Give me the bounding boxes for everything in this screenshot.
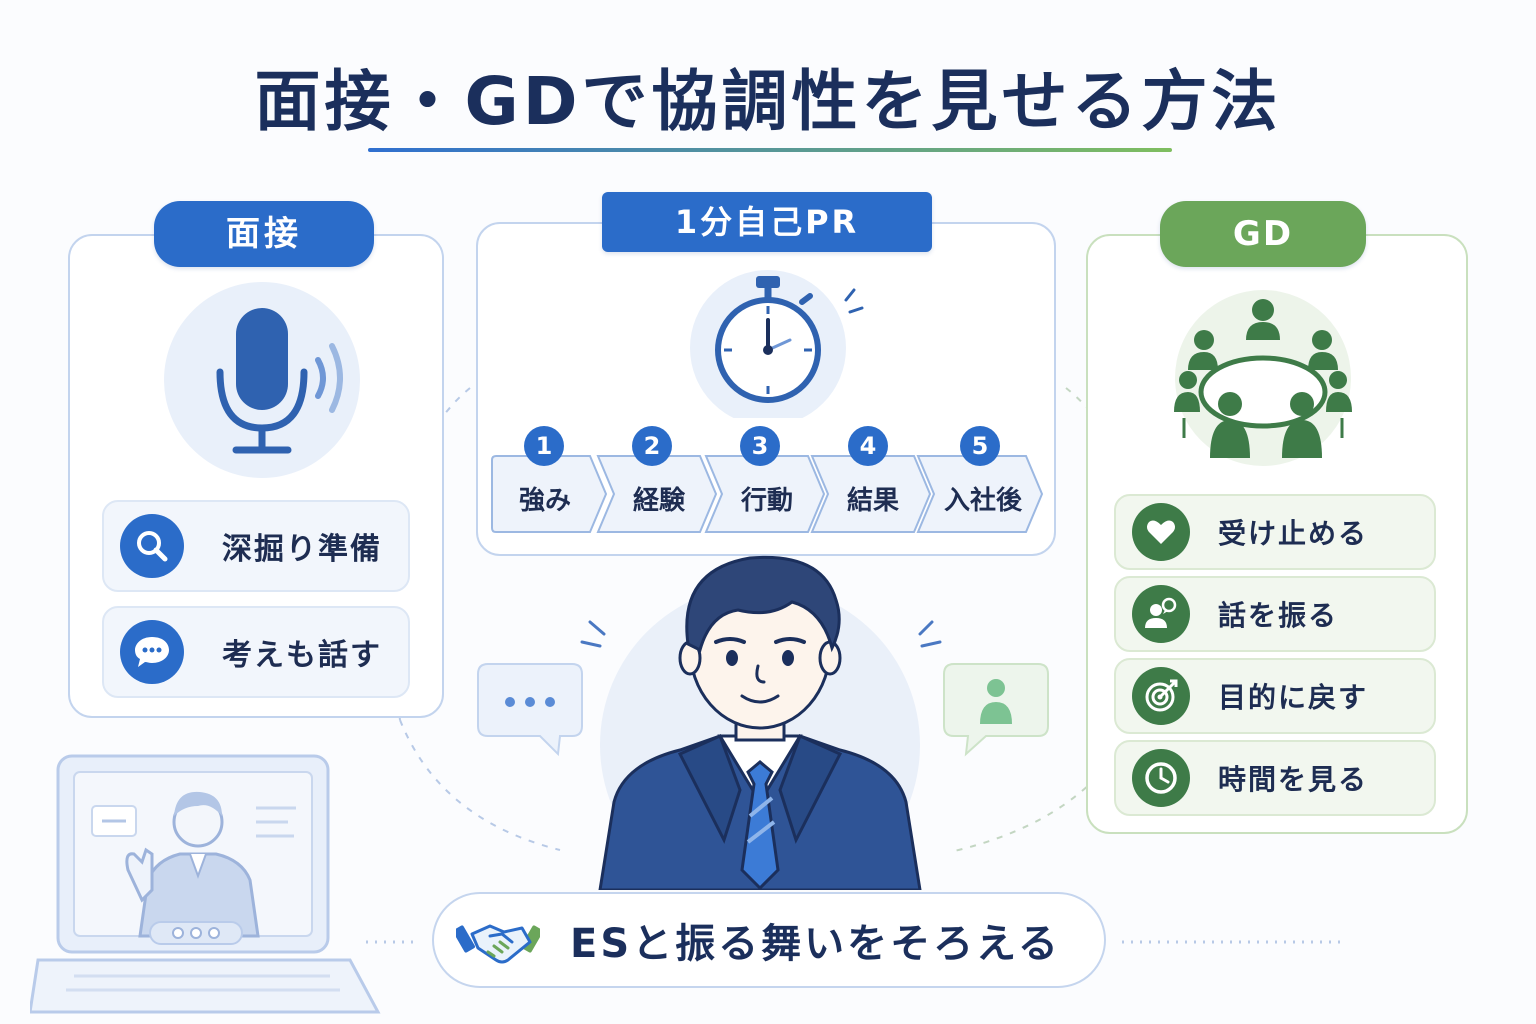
interview-item-label: 考えも話す [222, 638, 382, 673]
pr-step-label: 入社後 [943, 486, 1022, 516]
speech-bubble-icon [476, 662, 586, 758]
gd-item-watch-time: 時間を見る [1114, 740, 1436, 816]
interview-header: 面接 [154, 201, 374, 267]
pr-step-5: 入社後 [916, 454, 1044, 534]
pr-header: 1分自己PR [602, 192, 932, 252]
pr-step-4: 結果 [810, 454, 932, 534]
gd-item-label: 目的に戻す [1218, 681, 1369, 714]
title-underline [368, 148, 1172, 152]
gd-item-accept: 受け止める [1114, 494, 1436, 570]
pr-step-label: 行動 [740, 486, 793, 516]
page-title: 面接・GDで協調性を見せる方法 [254, 63, 1282, 140]
summary-banner: ESと振る舞いをそろえる [432, 892, 1106, 988]
laptop-video-call-illustration [28, 750, 390, 1020]
pr-step-number: 4 [848, 426, 888, 466]
interview-item-speak-thoughts: 考えも話す [102, 606, 410, 698]
clock-icon [1132, 749, 1190, 807]
interview-item-deep-prep: 深掘り準備 [102, 500, 410, 592]
pr-step-1: 強み [490, 454, 608, 534]
summary-banner-label: ESと振る舞いをそろえる [570, 921, 1061, 967]
heart-icon [1132, 503, 1190, 561]
pr-step-number: 3 [740, 426, 780, 466]
group-discussion-icon [1160, 288, 1366, 468]
gd-item-label: 話を振る [1218, 599, 1339, 632]
pr-step-label: 強み [518, 486, 571, 516]
gd-item-label: 受け止める [1218, 517, 1369, 550]
gd-item-pass-turn: 話を振る [1114, 576, 1436, 652]
pr-step-number: 1 [524, 426, 564, 466]
interview-item-label: 深掘り準備 [222, 532, 382, 567]
chat-icon [120, 620, 184, 684]
handshake-icon [453, 912, 543, 968]
target-icon [1132, 667, 1190, 725]
search-icon [120, 514, 184, 578]
pr-step-3: 行動 [704, 454, 826, 534]
gd-item-return-purpose: 目的に戻す [1114, 658, 1436, 734]
pr-step-label: 結果 [846, 486, 899, 516]
candidate-illustration [560, 540, 960, 905]
gd-header: GD [1160, 201, 1366, 267]
people-talk-icon [1132, 585, 1190, 643]
microphone-icon [162, 280, 362, 480]
pr-step-number: 2 [632, 426, 672, 466]
stopwatch-icon [676, 268, 866, 426]
pr-step-number: 5 [960, 426, 1000, 466]
pr-step-2: 経験 [596, 454, 718, 534]
gd-item-label: 時間を見る [1218, 763, 1369, 796]
person-bubble-icon [942, 662, 1052, 758]
pr-step-label: 経験 [632, 486, 685, 516]
